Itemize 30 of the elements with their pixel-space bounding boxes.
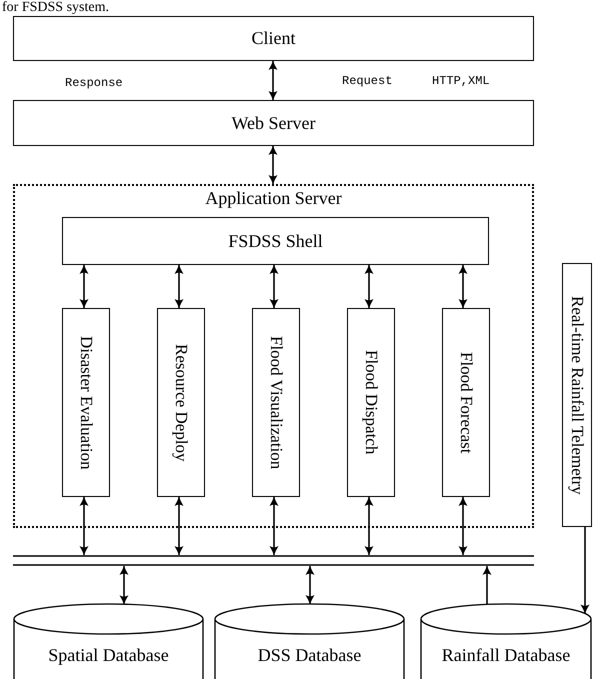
telemetry-box xyxy=(562,263,592,527)
vertical-label: Flood Forecast xyxy=(456,352,476,454)
protocol-label: HTTP,XML xyxy=(432,74,490,88)
shell-box xyxy=(62,217,489,265)
module-box xyxy=(347,308,395,497)
box-label: Client xyxy=(252,28,296,49)
vertical-label: Disaster Evaluation xyxy=(76,336,96,470)
group-title: Application Server xyxy=(204,188,343,209)
box-label: Web Server xyxy=(231,112,316,134)
module-box xyxy=(442,308,490,497)
vertical-label: Flood Visualization xyxy=(266,336,286,470)
database-label: Spatial Database xyxy=(47,645,170,666)
group-container xyxy=(13,184,534,528)
client-box xyxy=(13,16,534,61)
vertical-label: Flood Dispatch xyxy=(361,350,381,455)
box-label: FSDSS Shell xyxy=(228,230,323,252)
module-box xyxy=(252,308,300,497)
database-cylinder xyxy=(420,603,592,679)
database-label: Rainfall Database xyxy=(440,645,572,666)
database-cylinder xyxy=(13,603,204,679)
vertical-label: Real-time Rainfall Telemetry xyxy=(567,296,587,494)
database-cylinder xyxy=(214,603,405,679)
response-label: Response xyxy=(65,76,123,90)
module-box xyxy=(157,308,205,497)
database-label: DSS Database xyxy=(256,645,362,666)
server-box xyxy=(13,100,534,146)
module-box xyxy=(62,308,110,497)
vertical-label: Resource Deploy xyxy=(171,344,191,462)
request-label: Request xyxy=(342,74,392,88)
data-bus xyxy=(13,555,534,566)
